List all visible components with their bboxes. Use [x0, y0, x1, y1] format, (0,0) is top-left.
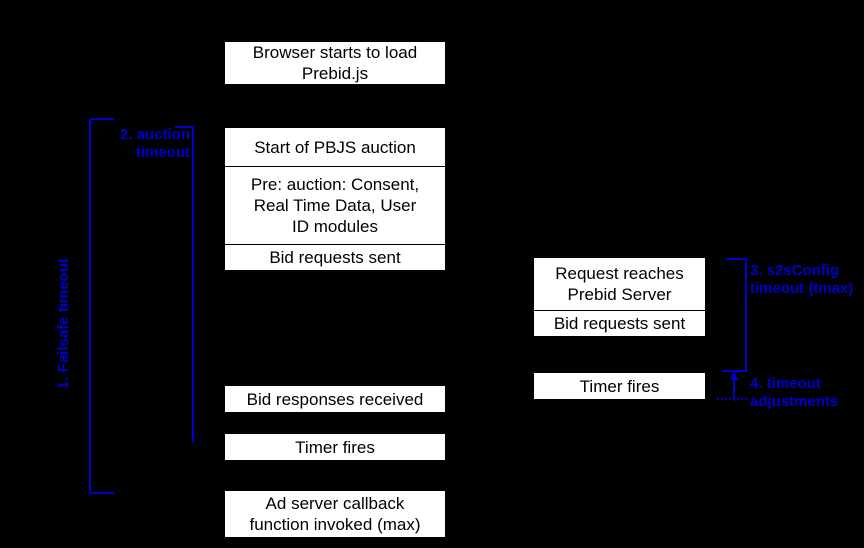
box-server-timer-fires: Timer fires — [534, 373, 705, 399]
label-timeout-adjustments: 4. timeout adjustments — [750, 375, 839, 410]
label-failsafe-timeout: 1. Failsafe timeout — [55, 258, 72, 389]
box-pre-auction: Pre: auction: Consent, Real Time Data, U… — [225, 166, 445, 244]
box-separator — [534, 310, 705, 311]
auction-timeout-bracket-vertical — [192, 126, 194, 443]
s2s-bracket-top-tick — [726, 258, 747, 260]
s2s-bracket-bottom-tick — [722, 370, 747, 372]
box-browser-load: Browser starts to load Prebid.js — [225, 42, 445, 84]
box-separator — [225, 166, 445, 167]
box-auction-start: Start of PBJS auction — [225, 128, 445, 166]
box-server-bid-requests-sent: Bid requests sent — [534, 310, 705, 336]
s2s-bracket-vertical — [745, 258, 747, 372]
failsafe-bracket-vertical — [89, 118, 91, 494]
box-bid-responses: Bid responses received — [225, 386, 445, 412]
box-bid-requests-sent: Bid requests sent — [225, 244, 445, 270]
failsafe-bracket-top-tick — [89, 118, 114, 120]
box-request-reaches-server: Request reaches Prebid Server — [534, 258, 705, 310]
label-s2s-timeout: 3. s2sConfig timeout (tmax) — [750, 262, 854, 297]
auction-timeout-bracket-top-tick — [175, 126, 194, 128]
failsafe-bracket-bottom-tick — [89, 492, 114, 494]
box-separator — [225, 244, 445, 245]
box-timer-fires: Timer fires — [225, 434, 445, 460]
timeout-adjustment-arrow-icon — [730, 371, 738, 401]
box-ad-server-callback: Ad server callback function invoked (max… — [225, 491, 445, 537]
label-auction-timeout: 2. auction timeout — [119, 126, 190, 161]
timeout-adjustment-dotted-line — [717, 398, 747, 400]
